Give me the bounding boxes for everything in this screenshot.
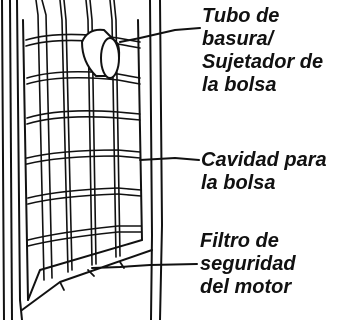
housing-outline [1,0,163,320]
label-bag-cavity: Cavidad para la bolsa [201,149,327,194]
hose-holder [81,28,121,79]
leader-lines [91,27,201,269]
filter-grid [25,0,142,281]
label-motor-safety-filter: Filtro de seguridad del motor [200,230,296,298]
label-hose-bag-holder: Tubo de basura/ Sujetador de la bolsa [202,5,324,96]
